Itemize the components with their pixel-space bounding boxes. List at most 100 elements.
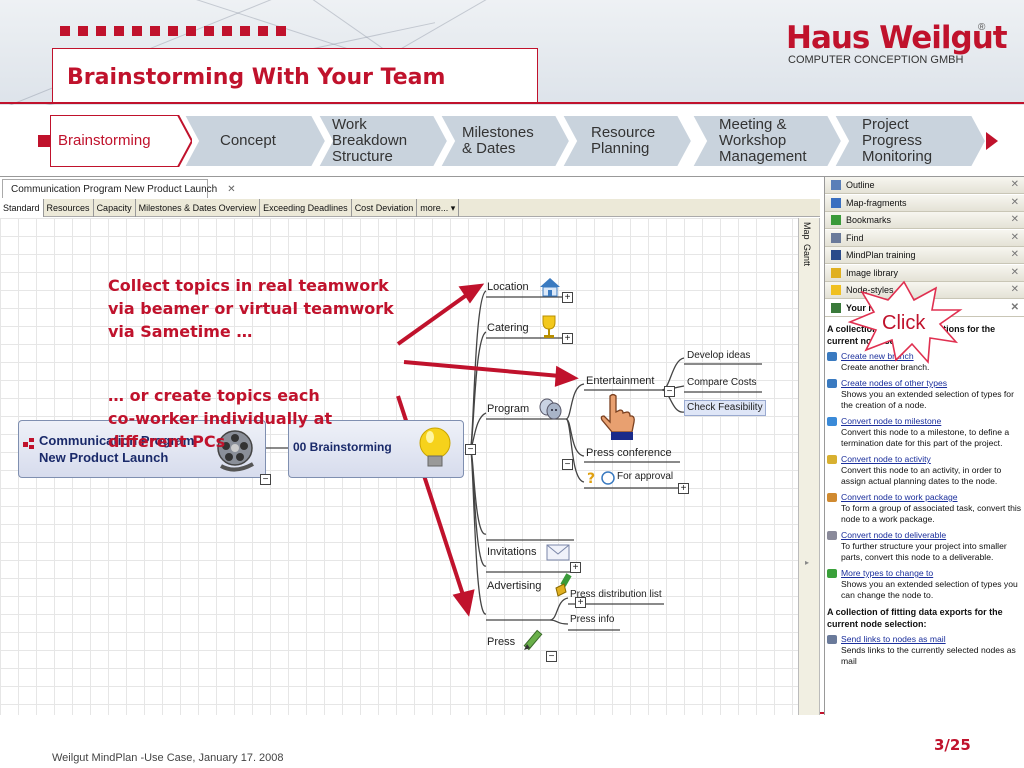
for-approval-expand-toggle[interactable]: + [678,483,689,494]
branch-program[interactable]: Program [487,403,530,415]
node-check-feasibility[interactable]: Check Feasibility [684,400,766,416]
panel-row-6[interactable]: Image library✕ [825,264,1024,282]
process-step-label: Resource Planning [591,124,656,157]
panel-row-label: Node-styles [846,285,894,295]
collapse-arrow-icon[interactable]: ▸ [805,558,810,567]
root-collapse-toggle[interactable]: − [260,474,271,485]
view-tab-2[interactable]: Resources [44,199,94,217]
panel-row-label: Map-fragments [846,197,907,208]
panel-row-5[interactable]: MindPlan training✕ [825,247,1024,264]
panel-row-1[interactable]: Outline✕ [825,177,1024,194]
chevron-shape [692,115,842,167]
operation-link[interactable]: Create new branch [841,351,914,361]
operation-description: Convert this node to an activity, in ord… [841,465,1002,486]
program-collapse-toggle[interactable]: − [562,459,573,470]
panel-row-icon [831,285,841,295]
panel-row-icon [831,302,841,313]
entertainment-collapse-toggle[interactable]: − [664,386,675,397]
close-icon[interactable]: ✕ [1010,249,1019,260]
branch-press[interactable]: Press [487,636,516,648]
operation-description: To further structure your project into s… [841,541,1007,562]
operation-description: Shows you an extended selection of types… [841,579,1018,600]
panel-row-3[interactable]: Bookmarks✕ [825,212,1024,229]
close-icon[interactable]: ✕ [1010,179,1019,190]
close-icon[interactable]: ✕ [1010,214,1019,225]
chevron-shape [834,115,986,167]
operation-link[interactable]: Create nodes of other types [841,378,948,388]
side-tab-gantt[interactable]: Gantt [802,244,812,267]
node-for-approval[interactable]: For approval [617,471,674,482]
view-tab-7[interactable]: more... ▾ [417,199,460,217]
project-icon [23,438,34,449]
process-step-1[interactable]: Brainstorming [50,115,192,167]
operation-link[interactable]: Convert node to work package [841,492,958,502]
advertising-expand-toggle[interactable]: + [575,597,586,608]
brainstorming-node[interactable]: 00 Brainstorming [288,420,464,478]
view-tab-6[interactable]: Cost Deviation [352,199,418,217]
side-tab-map[interactable]: Map [802,222,812,240]
location-expand-toggle[interactable]: + [562,292,573,303]
close-icon[interactable]: ✕ [1010,196,1019,208]
operation-link[interactable]: Convert node to activity [841,454,931,464]
view-tab-3[interactable]: Capacity [94,199,136,217]
header-rule [0,102,1024,104]
operation-description: Convert this node to a milestone, to def… [841,427,1010,448]
operation-icon [827,417,837,426]
process-step-label: Work Breakdown Structure [332,116,408,165]
root-node[interactable]: Communication Program New Product Launch [18,420,266,478]
process-end-arrow [984,132,1000,155]
operation-link[interactable]: More types to change to [841,568,934,578]
root-node-label: Communication Program New Product Launch [39,433,195,465]
close-icon[interactable]: ✕ [1010,284,1019,295]
node-entertainment[interactable]: Entertainment [586,375,655,387]
mindplan-app-window: Communication Program New Product Launch… [0,176,1024,715]
decorative-dots [60,26,286,36]
press-collapse-toggle[interactable]: − [546,651,557,662]
operation-link[interactable]: Convert node to deliverable [841,530,947,540]
mindmap-canvas[interactable]: Communication Program New Product Launch… [0,218,798,715]
process-step-3[interactable]: Work Breakdown Structure [318,115,448,167]
process-step-6[interactable]: Meeting & Workshop Management [692,115,842,167]
panel-row-4[interactable]: Find ✕ [825,229,1024,247]
annotation-teamwork: Collect topics in real teamwork via beam… [108,276,394,341]
node-compare-costs[interactable]: Compare Costs [687,377,757,388]
node-press-conference[interactable]: Press conference [586,447,672,459]
node-press-distribution-list[interactable]: Press distribution list [570,589,662,600]
panel-row-label: Find [846,232,864,243]
close-icon[interactable]: ✕ [1010,231,1019,243]
view-tab-1[interactable]: Standard [0,199,44,217]
question-marker-icon: ? [587,471,615,487]
close-icon[interactable]: ✕ [1010,301,1019,313]
brainstorming-node-label: 00 Brainstorming [293,440,392,454]
process-step-7[interactable]: Project Progress Monitoring [834,115,986,167]
branch-advertising[interactable]: Advertising [487,580,542,592]
center-collapse-toggle[interactable]: − [465,444,476,455]
chevron-shape [318,115,448,167]
operation-link[interactable]: Convert node to milestone [841,416,942,426]
view-tab-5[interactable]: Exceeding Deadlines [260,199,352,217]
process-step-2[interactable]: Concept [184,115,326,167]
close-tab-icon[interactable]: ✕ [227,183,236,195]
operation-link[interactable]: Send links to nodes as mail [841,634,946,644]
document-tab[interactable]: Communication Program New Product Launch… [2,179,236,198]
invitations-expand-toggle[interactable]: + [570,562,581,573]
close-icon[interactable]: ✕ [1010,266,1019,278]
process-step-5[interactable]: Resource Planning [562,115,692,167]
branch-location[interactable]: Location [487,281,529,293]
mindmap-connectors [265,283,762,631]
chevron-shape [562,115,692,167]
node-develop-ideas[interactable]: Develop ideas [687,350,751,361]
process-step-4[interactable]: Milestones & Dates [440,115,570,167]
branch-invitations[interactable]: Invitations [487,546,537,558]
branch-catering[interactable]: Catering [487,322,529,334]
node-press-info[interactable]: Press info [570,614,615,625]
view-tab-4[interactable]: Milestones & Dates Overview [136,199,261,217]
operation-icon [827,635,837,644]
operation-icon [827,531,837,540]
panel-row-2[interactable]: Map-fragments ✕ [825,194,1024,212]
footer-text: Weilgut MindPlan -Use Case, January 17. … [52,752,284,764]
catering-expand-toggle[interactable]: + [562,333,573,344]
process-start-marker [38,135,50,147]
